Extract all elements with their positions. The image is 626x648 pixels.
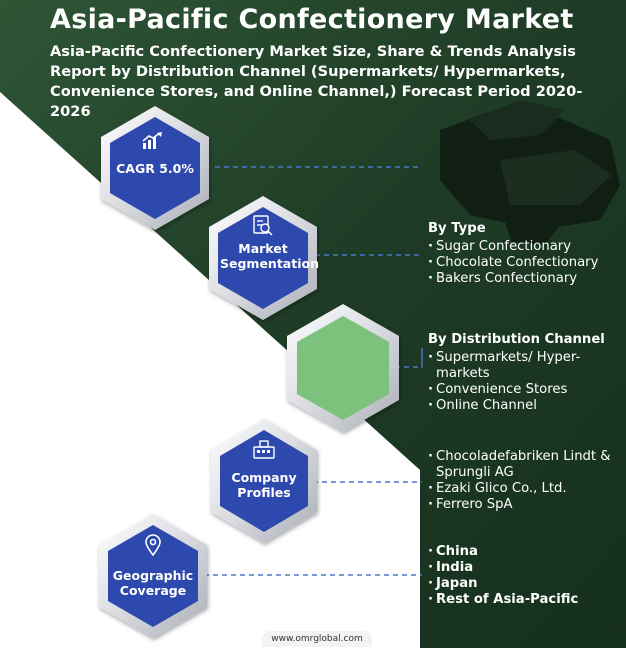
list-item: China — [428, 544, 618, 560]
segmentation-label: Market Segmentation — [220, 241, 319, 271]
list-item: Convenience Stores — [428, 382, 618, 398]
by-type-list: Sugar Confectionary Chocolate Confection… — [428, 239, 618, 287]
geographic-label: Geographic Coverage — [112, 568, 194, 598]
companies-list: Chocoladefabriken Lindt & Sprungli AG Ez… — [428, 449, 618, 513]
profiles-label: Company Profiles — [231, 470, 297, 500]
by-type-block: By Type Sugar Confectionary Chocolate Co… — [428, 221, 618, 287]
building-icon — [253, 440, 275, 459]
chocolate-image — [440, 100, 620, 245]
chart-growth-icon — [142, 132, 162, 149]
cagr-hexagon — [101, 106, 209, 230]
by-channel-list: Supermarkets/ Hyper-markets Convenience … — [428, 350, 618, 414]
list-item: Ezaki Glico Co., Ltd. — [428, 481, 618, 497]
list-item: Bakers Confectionary — [428, 271, 618, 287]
distribution-hexagon — [287, 304, 399, 432]
map-pin-icon — [145, 534, 161, 557]
website-link[interactable]: www.omrglobal.com — [262, 631, 372, 647]
list-item: Chocolate Confectionary — [428, 255, 618, 271]
list-item: Sugar Confectionary — [428, 239, 618, 255]
list-item: Ferrero SpA — [428, 497, 618, 513]
by-type-heading: By Type — [428, 221, 486, 236]
geographic-hexagon — [99, 514, 207, 638]
segmentation-hexagon — [209, 196, 317, 320]
page-title: Asia-Pacific Confectionery Market — [50, 4, 574, 35]
list-item: Online Channel — [428, 398, 618, 414]
by-channel-heading: By Distribution Channel — [428, 332, 605, 347]
list-item: Supermarkets/ Hyper-markets — [428, 350, 598, 382]
list-item: India — [428, 560, 618, 576]
list-item: Rest of Asia-Pacific — [428, 592, 618, 608]
report-magnifier-icon — [253, 215, 273, 236]
regions-list: China India Japan Rest of Asia-Pacific — [428, 544, 618, 608]
regions-block: China India Japan Rest of Asia-Pacific — [428, 544, 618, 608]
cagr-label: CAGR 5.0% — [116, 161, 194, 176]
list-item: Japan — [428, 576, 618, 592]
profiles-hexagon — [211, 419, 317, 543]
list-item: Chocoladefabriken Lindt & Sprungli AG — [428, 449, 618, 481]
page-subtitle: Asia-Pacific Confectionery Market Size, … — [50, 43, 583, 120]
companies-block: Chocoladefabriken Lindt & Sprungli AG Ez… — [428, 449, 618, 513]
by-channel-block: By Distribution Channel Supermarkets/ Hy… — [428, 332, 618, 414]
